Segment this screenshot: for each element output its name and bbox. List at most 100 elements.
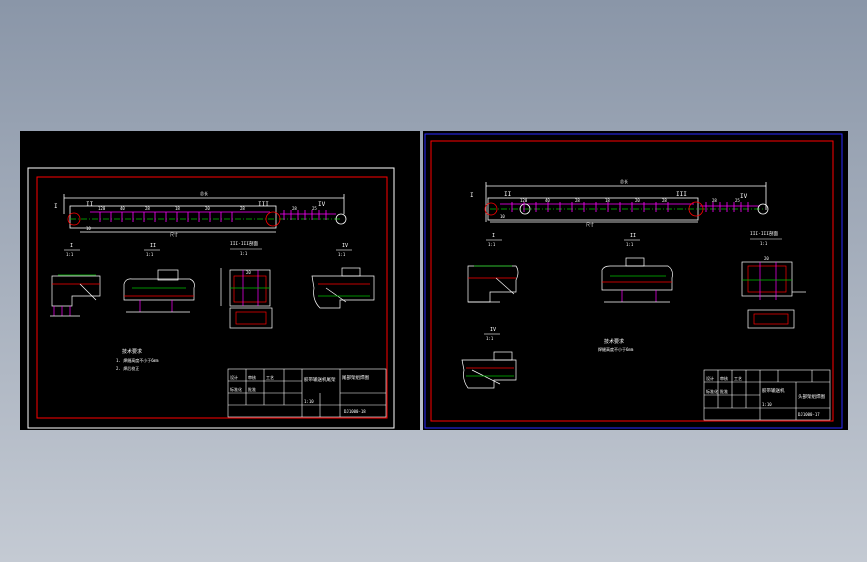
- title-cell: 设计: [230, 374, 238, 380]
- seg-label: 20: [205, 206, 210, 211]
- seg-label: 28: [712, 198, 717, 203]
- sheet-2-background: [423, 131, 848, 430]
- drawing-title: 胶带输送机: [762, 387, 785, 394]
- overall-dim-text: 总长: [200, 190, 208, 196]
- seg-label: 10: [86, 226, 91, 231]
- idler: [519, 203, 531, 215]
- sheet-1-detail-iii: [220, 268, 273, 329]
- seg-label: 25: [312, 206, 317, 211]
- seg-label: 18: [175, 206, 180, 211]
- title-cell: 审核: [248, 374, 256, 380]
- sheet-1-detail-ii: [123, 269, 195, 313]
- seg-label: 18: [605, 198, 610, 203]
- seg-label: 10: [500, 214, 505, 219]
- sheet-1-detail-iv: [311, 267, 375, 309]
- title-cell: 批准: [248, 386, 256, 392]
- seg-label: 28: [292, 206, 297, 211]
- sheet-1[interactable]: 总长 尺寸 120 40 28 18 20 28 28 25 10 I II I…: [20, 131, 420, 430]
- title-cell: 标准化: [706, 388, 718, 394]
- sheet-2-dim-text: 总长 尺寸 120 40 28 18 20 28 28 25 10 I II I…: [470, 178, 748, 227]
- tail-pulley: [67, 212, 81, 226]
- detail-i-scale: 1:1: [66, 252, 74, 257]
- title-cell: 标准化: [230, 386, 242, 392]
- title-cell: 批准: [720, 388, 728, 394]
- detail-ii-scale: 1:1: [146, 252, 154, 257]
- dim-text: 20: [764, 256, 769, 261]
- detail-iii-label: III-III剖面: [230, 240, 258, 247]
- head-pulley: [688, 201, 704, 217]
- seg-label: 120: [520, 198, 528, 203]
- notes-line: 2. 焊后校正: [116, 365, 139, 371]
- detail-ii-label: II: [150, 243, 156, 249]
- detail-i-label: I: [492, 233, 495, 239]
- drawing-scale: 1:10: [304, 399, 314, 404]
- seg-label: 25: [735, 198, 740, 203]
- sheet-2-detail-ii: [601, 257, 673, 303]
- overall-dim-text: 总长: [620, 178, 628, 184]
- marker-ii: II: [86, 201, 94, 208]
- title-cell: 审核: [720, 375, 728, 381]
- drawing-name: 尾部架组焊图: [342, 374, 369, 381]
- sheet-1-background: [20, 131, 420, 430]
- seg-label: 20: [635, 198, 640, 203]
- sheet-2-selection: [424, 133, 843, 429]
- seg-label: 28: [145, 206, 150, 211]
- notes-title: 技术要求: [604, 338, 624, 345]
- sheet-1-detail-i: [50, 274, 101, 317]
- sub-dim-text: 尺寸: [586, 221, 594, 227]
- title-cell: 设计: [706, 375, 714, 381]
- sheet-1-conveyor-view: [63, 194, 347, 233]
- detail-iii-label: III-III剖面: [750, 230, 778, 237]
- marker-iv: IV: [318, 201, 326, 208]
- sheet-1-border: [27, 167, 395, 429]
- dim-text: 20: [246, 270, 251, 275]
- sheet-2-title-block[interactable]: [703, 369, 831, 421]
- head-pulley: [265, 211, 281, 227]
- sheet-2-detail-iii: [741, 261, 806, 329]
- drawing-title: 胶带输送机尾架: [304, 376, 336, 383]
- notes-title: 技术要求: [122, 348, 142, 355]
- notes-line: 1. 焊缝高度不小于6mm: [116, 357, 159, 363]
- sheet-2-detail-iv: [461, 351, 517, 389]
- detail-iv-scale: 1:1: [338, 252, 346, 257]
- notes-line: 焊缝高度不小于6mm: [598, 346, 634, 352]
- end-pulley: [757, 203, 769, 215]
- marker-ii: II: [504, 191, 512, 198]
- marker-i: I: [470, 192, 474, 199]
- marker-i: I: [54, 203, 58, 210]
- drawing-scale: 1:10: [762, 402, 772, 407]
- tail-pulley: [484, 202, 498, 216]
- seg-label: 28: [240, 206, 245, 211]
- sheet-1-dim-text: 总长 尺寸 120 40 28 18 20 28 28 25 10 I II I…: [54, 190, 326, 237]
- marker-iii: III: [676, 191, 687, 198]
- seg-label: 40: [120, 206, 125, 211]
- end-pulley: [335, 213, 347, 225]
- detail-ii-scale: 1:1: [626, 242, 634, 247]
- seg-label: 28: [575, 198, 580, 203]
- title-cell: 工艺: [734, 376, 742, 381]
- title-cell: 工艺: [266, 375, 274, 380]
- drawing-code: DJ1000-17: [798, 412, 820, 417]
- detail-iii-scale: 1:1: [760, 241, 768, 246]
- sheet-2-frame: [430, 140, 834, 422]
- drawing-code: DJ1000-18: [344, 409, 366, 414]
- marker-iv: IV: [740, 193, 748, 200]
- detail-iv-label: IV: [490, 327, 496, 333]
- sheet-1-frame: [36, 176, 388, 419]
- seg-label: 40: [545, 198, 550, 203]
- frame-body: [487, 197, 699, 221]
- frame-body: [69, 205, 277, 229]
- seg-label: 120: [98, 206, 106, 211]
- drawing-name: 头部架组焊图: [798, 393, 825, 400]
- marker-iii: III: [258, 201, 269, 208]
- detail-i-scale: 1:1: [488, 242, 496, 247]
- sheet-2[interactable]: 总长 尺寸 120 40 28 18 20 28 28 25 10 I II I…: [423, 131, 848, 430]
- sheet-1-title-block[interactable]: [227, 368, 387, 418]
- detail-iii-scale: 1:1: [240, 251, 248, 256]
- detail-ii-label: II: [630, 233, 636, 239]
- detail-iv-scale: 1:1: [486, 336, 494, 341]
- sheet-2-detail-i: [467, 265, 519, 303]
- sub-dim-text: 尺寸: [170, 231, 178, 237]
- detail-iv-label: IV: [342, 243, 348, 249]
